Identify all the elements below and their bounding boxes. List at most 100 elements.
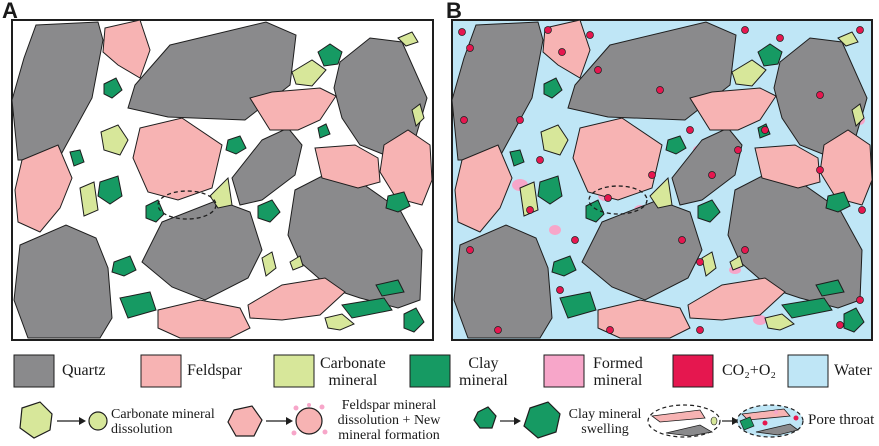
legend-label-carbonate-line1: Carbonate [320, 355, 386, 372]
gas-bubble [734, 146, 742, 154]
gas-bubble [741, 246, 749, 254]
gas-bubble [741, 26, 749, 34]
panel-a [11, 19, 434, 341]
gas-bubble [761, 126, 769, 134]
legend-label-clay: Clay mineral [459, 355, 508, 389]
formed-mineral-dot-icon [293, 405, 299, 411]
gas-bubble [686, 126, 694, 134]
clay-after-icon [523, 401, 561, 439]
formed-mineral-dot-icon [322, 429, 328, 435]
gas-bubble [858, 206, 866, 214]
pore-throat-marker-b [588, 185, 648, 215]
panel-label-a: A [2, 0, 18, 23]
process-label-feldspar: Feldspar mineral dissolution + New miner… [330, 398, 448, 443]
process-label-carbonate: Carbonate mineral dissolution [111, 407, 215, 437]
gas-bubble [708, 171, 716, 179]
gas-bubble [656, 86, 664, 94]
feldspar-after-icon [295, 407, 323, 435]
legend-swatch-carbonate [273, 354, 315, 388]
gas-bubble [696, 258, 704, 266]
gas-bubble [604, 194, 612, 202]
quartz-sliver-icon [665, 424, 714, 437]
gas-bubble [516, 116, 524, 124]
legend-label-quartz: Quartz [62, 362, 106, 379]
gas-bubble [544, 26, 552, 34]
gas-bubble [571, 236, 579, 244]
gas-bubble [816, 166, 824, 174]
process-icons [19, 401, 804, 439]
clay-sliver-icon [739, 416, 755, 431]
process-label-clay-line2: swelling [581, 422, 629, 437]
gas-bubble [466, 44, 474, 52]
clay-before-icon [473, 406, 497, 429]
panel-label-b: B [446, 0, 462, 23]
gas-bubble [558, 48, 566, 56]
arrow-head-icon [79, 417, 86, 425]
carbonate-dot-icon [710, 416, 718, 426]
legend-label-gas: CO₂+O₂ [722, 362, 776, 379]
feldspar-before-icon [227, 405, 263, 437]
legend-label-clay-line1: Clay [468, 355, 499, 372]
gas-bubble [678, 236, 686, 244]
formed-mineral-dot-icon [319, 404, 325, 410]
pore-throat-marker-a [157, 190, 217, 220]
gas-bubble [856, 26, 864, 34]
process-label-feldspar-line1: Feldspar mineral [341, 398, 437, 413]
process-label-feldspar-line3: mineral formation [338, 428, 440, 443]
gas-bubble [816, 91, 824, 99]
process-label-clay-line1: Clay mineral [568, 407, 642, 422]
gas-dot-icon [762, 420, 768, 426]
gas-bubble [536, 156, 544, 164]
legend-label-formed-line1: Formed [593, 355, 643, 372]
legend-swatch-water [787, 354, 829, 388]
process-label-carbonate-line1: Carbonate mineral [111, 407, 215, 422]
feldspar-sliver-icon [741, 408, 791, 421]
legend-label-carbonate-line2: mineral [328, 372, 378, 389]
gas-bubble [586, 31, 594, 39]
gas-bubble [460, 116, 468, 124]
legend-label-formed: Formed mineral [593, 355, 643, 389]
process-label-carbonate-line2: dissolution [111, 422, 173, 437]
legend-swatch-gas [672, 354, 714, 388]
formed-mineral-dot-icon [291, 430, 297, 436]
arrow-head-icon [732, 417, 739, 425]
gas-bubble [458, 28, 466, 36]
legend-swatch-formed [543, 354, 585, 388]
panel-b-gas-bubbles [458, 26, 866, 334]
gas-bubble [594, 66, 602, 74]
process-label-clay: Clay mineral swelling [565, 407, 645, 437]
legend-swatches [13, 354, 829, 388]
formed-mineral [549, 225, 561, 235]
arrow-head-icon [286, 417, 293, 425]
legend-label-feldspar: Feldspar [187, 362, 243, 379]
gas-bubble [648, 171, 656, 179]
legend-swatch-feldspar [140, 354, 182, 388]
gas-bubble [526, 206, 534, 214]
feldspar-sliver-icon [650, 409, 706, 423]
panel-b [451, 19, 873, 341]
quartz-sliver-icon [755, 423, 799, 436]
formed-mineral-dot-icon [307, 403, 311, 407]
gas-bubble [856, 296, 864, 304]
legend-label-clay-line2: mineral [459, 372, 508, 389]
carbonate-before-icon [19, 401, 53, 439]
gas-bubble [556, 286, 564, 294]
arrow-head-icon [514, 417, 521, 425]
legend-label-water: Water [834, 362, 872, 379]
legend-swatch-quartz [13, 354, 55, 388]
gas-bubble [494, 326, 502, 334]
legend-label-formed-line2: mineral [593, 372, 643, 389]
legend-swatch-clay [409, 354, 451, 388]
gas-bubble [466, 246, 474, 254]
legend-label-carbonate: Carbonate mineral [320, 355, 386, 389]
process-label-pore-throat: Pore throat [808, 412, 875, 428]
process-label-feldspar-line2: dissolution + New [337, 413, 441, 428]
formed-mineral [753, 315, 767, 325]
carbonate-after-icon [88, 411, 108, 431]
formed-dot-icon [774, 410, 778, 414]
gas-dot-icon [793, 415, 799, 421]
gas-bubble [696, 326, 704, 334]
gas-bubble [836, 321, 844, 329]
gas-bubble [776, 34, 784, 42]
